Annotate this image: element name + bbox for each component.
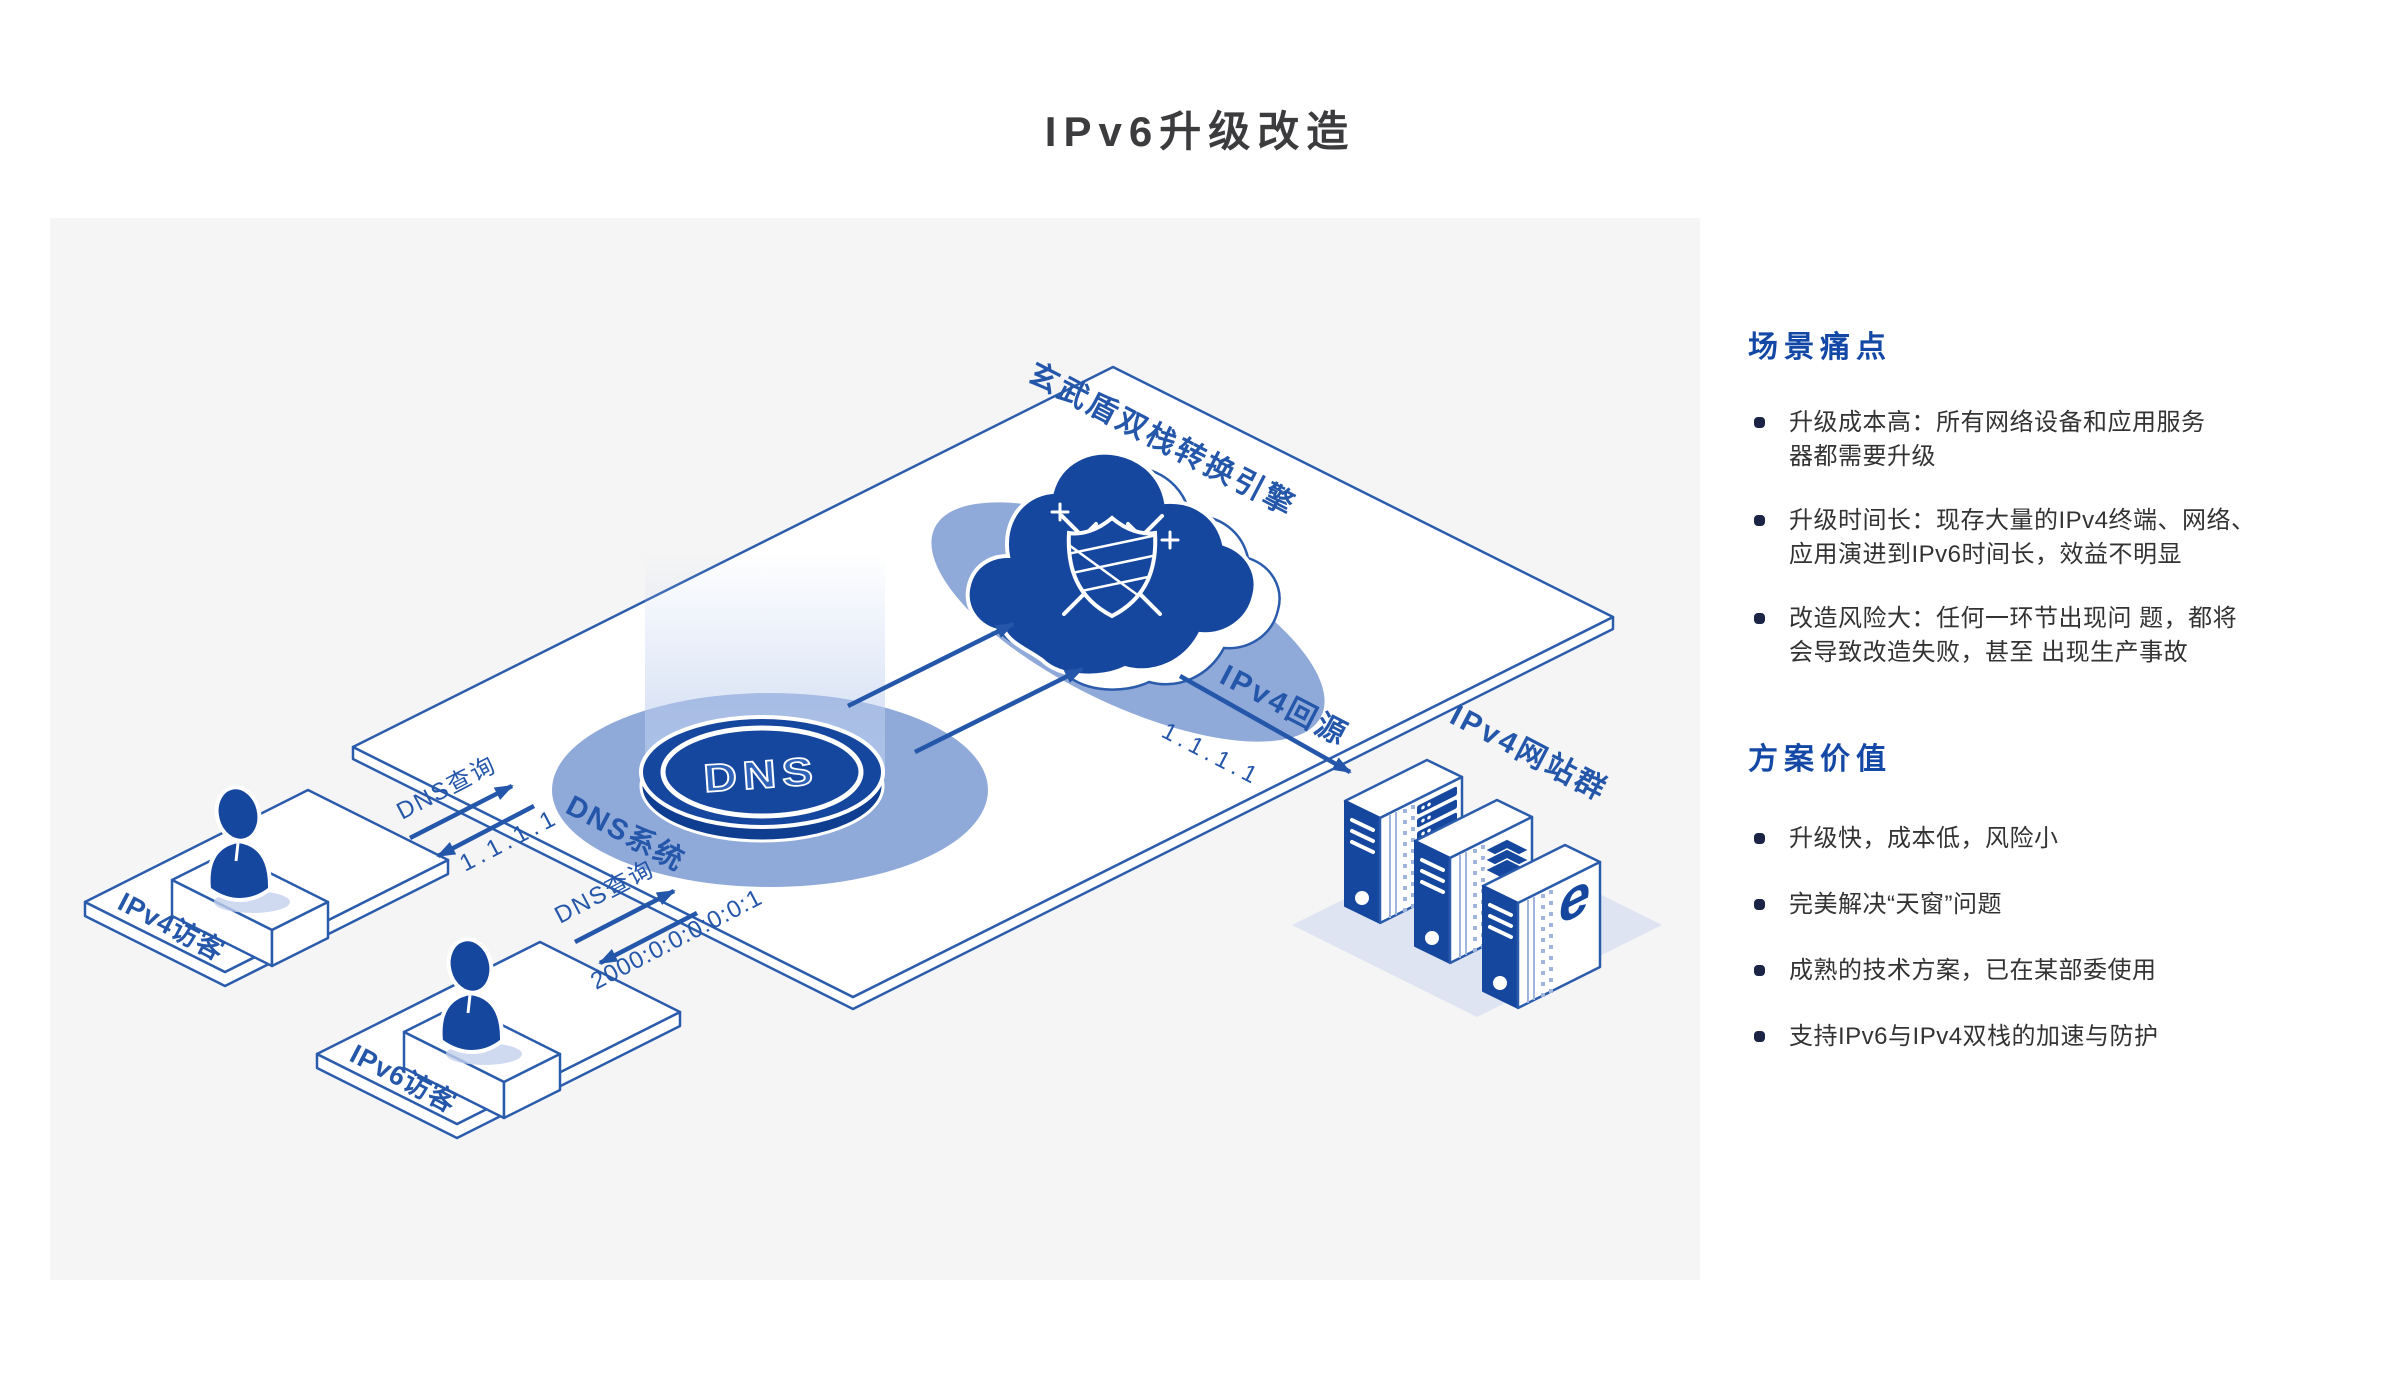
server-tower-racks — [1343, 758, 1464, 925]
value-heading: 方案价值 — [1748, 743, 1892, 776]
page-title: IPv6升级改造 — [1044, 108, 1356, 155]
pain-item: 升级时间长：现存大量的IPv4终端、网络、 应用演进到IPv6时间长，效益不明显 — [1748, 504, 2323, 572]
rack-icon — [1417, 786, 1457, 841]
value-item: 支持IPv6与IPv4双栈的加速与防护 — [1748, 1020, 2323, 1054]
value-item-text: 升级快，成本低，风险小 — [1789, 825, 2059, 852]
pain-item-text: 升级时间长：现存大量的IPv4终端、网络、 应用演进到IPv6时间长，效益不明显 — [1789, 507, 2256, 568]
pain-item-text: 改造风险大：任何一环节出现问 题，都将 会导致改造失败，甚至 出现生产事故 — [1789, 605, 2238, 666]
dns-disc: DNS — [639, 715, 885, 843]
bullet-dot — [1754, 965, 1765, 976]
server-tower-ie: e — [1481, 843, 1602, 1010]
value-item: 升级快，成本低，风险小 — [1748, 822, 2323, 856]
ipv4-response-arrow — [436, 804, 536, 858]
dns-to-cloud-arrow-2 — [913, 666, 1084, 755]
value-item: 完美解决“天窗”问题 — [1748, 888, 2323, 922]
value-section: 方案价值 升级快，成本低，风险小 完美解决“天窗”问题 成熟的技术方案，已在某部… — [1748, 742, 2323, 1054]
bullet-dot — [1754, 417, 1765, 428]
website-cluster-label: IPv4网站群 — [1445, 699, 1613, 808]
dns-disc-label: DNS — [702, 749, 820, 801]
layers-icon — [1483, 838, 1531, 882]
info-panel: 场景痛点 升级成本高：所有网络设备和应用服务 器都需要升级 升级时间长：现存大量… — [1748, 330, 2323, 1086]
value-item-text: 支持IPv6与IPv4双栈的加速与防护 — [1789, 1023, 2159, 1050]
cloud-engine — [931, 450, 1325, 742]
ipv6-response-arrow — [598, 911, 699, 965]
visitor-platform-ipv4 — [83, 780, 450, 988]
pain-item: 改造风险大：任何一环节出现问 题，都将 会导致改造失败，甚至 出现生产事故 — [1748, 602, 2323, 670]
value-list: 升级快，成本低，风险小 完美解决“天窗”问题 成熟的技术方案，已在某部委使用 支… — [1748, 822, 2323, 1054]
dns-to-cloud-arrow-1 — [846, 621, 1015, 709]
website-cluster: e — [1292, 758, 1662, 1017]
bullet-dot — [1754, 833, 1765, 844]
dns-system: DNS — [552, 553, 988, 887]
pain-section: 场景痛点 升级成本高：所有网络设备和应用服务 器都需要升级 升级时间长：现存大量… — [1748, 330, 2323, 670]
bullet-dot — [1754, 899, 1765, 910]
ipv6-query-arrow — [573, 888, 676, 945]
ipv4-query-arrow — [408, 783, 514, 841]
bullet-dot — [1754, 613, 1765, 624]
pain-heading: 场景痛点 — [1748, 331, 1892, 364]
pain-item: 升级成本高：所有网络设备和应用服务 器都需要升级 — [1748, 406, 2323, 474]
server-tower-layers — [1413, 798, 1534, 965]
value-item: 成熟的技术方案，已在某部委使用 — [1748, 954, 2323, 988]
bullet-dot — [1754, 1031, 1765, 1042]
svg-text:e: e — [1559, 859, 1590, 938]
value-item-text: 完美解决“天窗”问题 — [1789, 891, 2002, 918]
bullet-dot — [1754, 515, 1765, 526]
ie-logo-icon: e — [1559, 859, 1590, 938]
pain-item-text: 升级成本高：所有网络设备和应用服务 器都需要升级 — [1789, 409, 2206, 470]
value-item-text: 成熟的技术方案，已在某部委使用 — [1789, 957, 2157, 984]
pain-list: 升级成本高：所有网络设备和应用服务 器都需要升级 升级时间长：现存大量的IPv4… — [1748, 406, 2323, 670]
origin-arrow — [1178, 674, 1352, 774]
